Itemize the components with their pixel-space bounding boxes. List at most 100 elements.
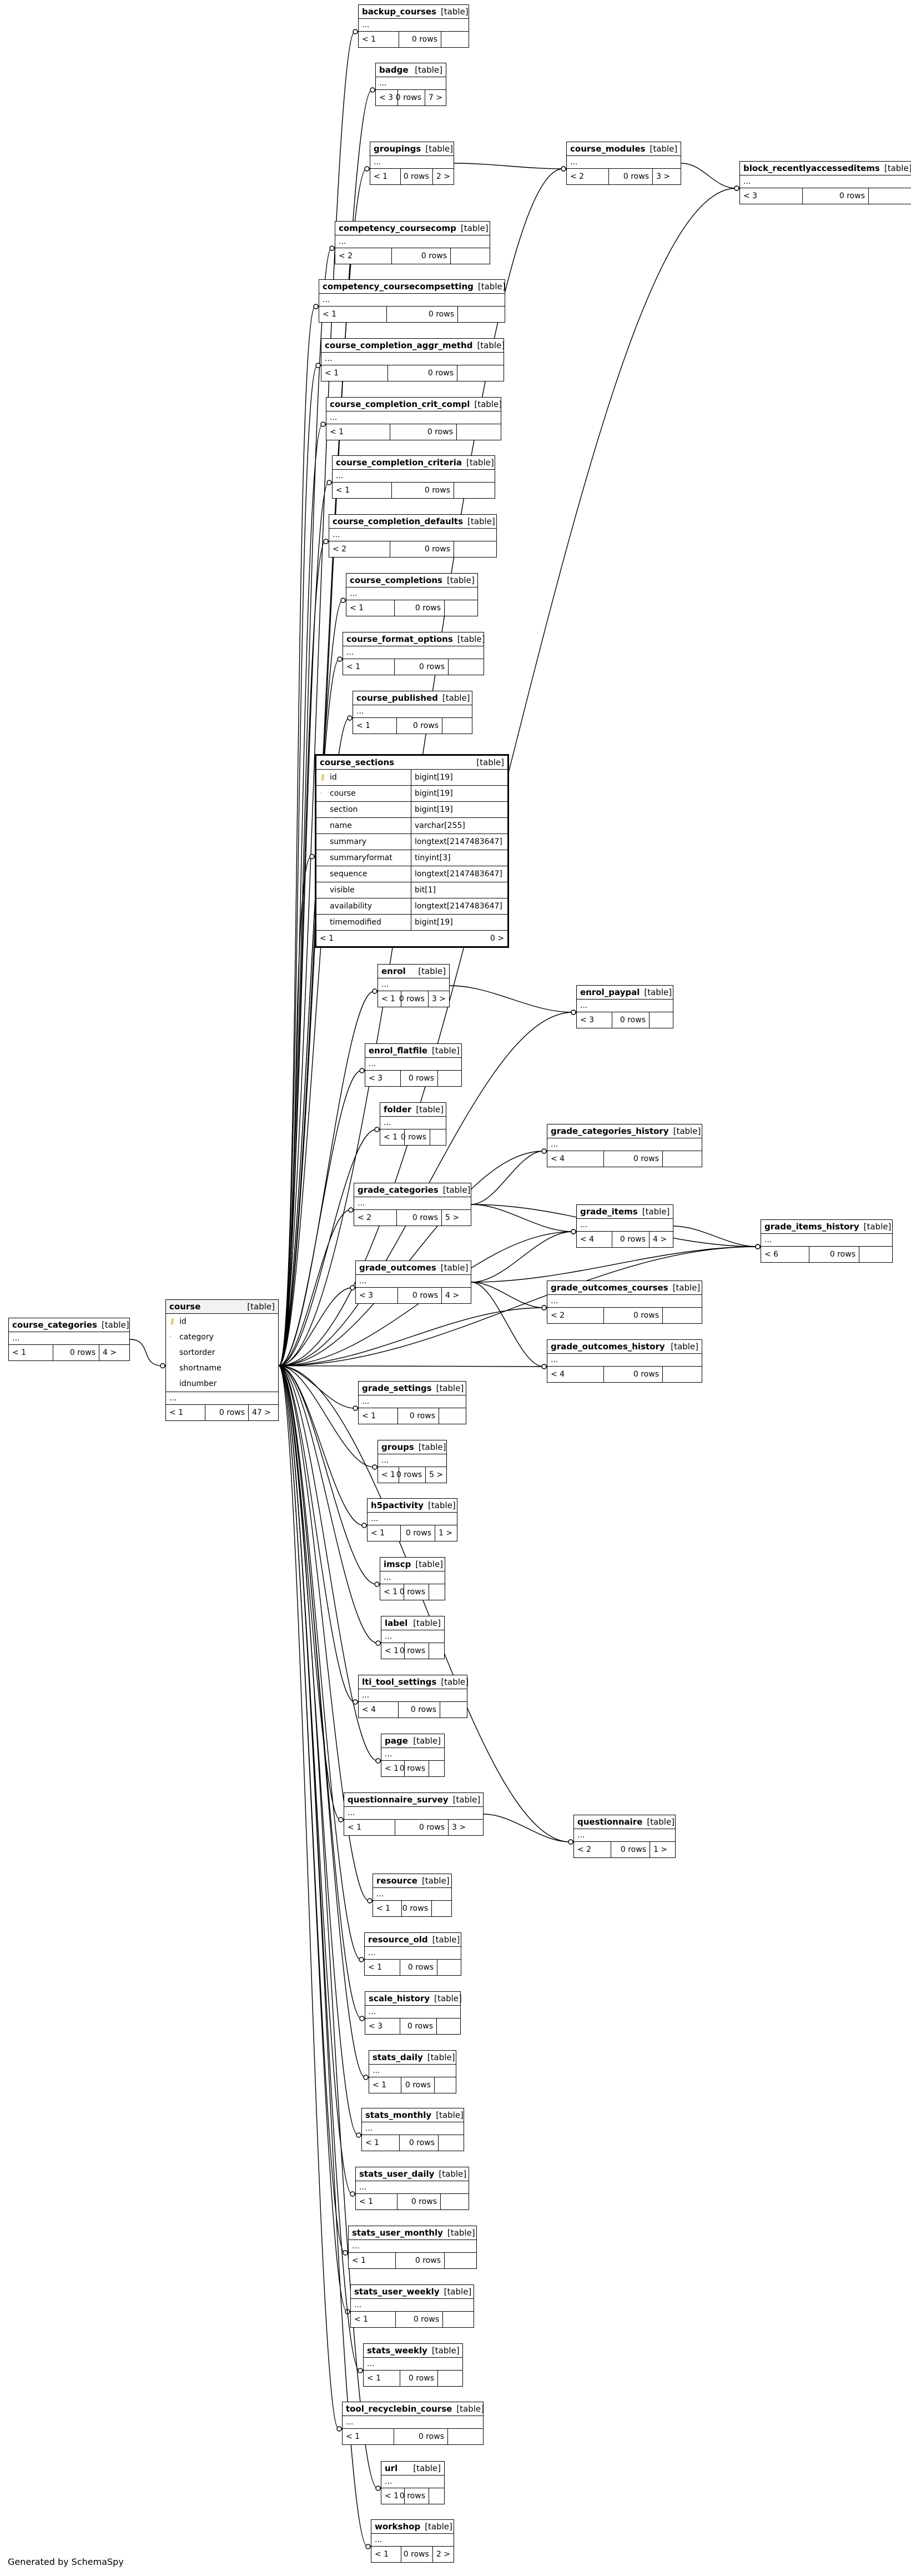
child-count[interactable]: [429, 2488, 444, 2504]
child-count[interactable]: [662, 1367, 702, 1382]
child-count[interactable]: 1 >: [650, 1842, 675, 1857]
child-count[interactable]: [457, 365, 504, 381]
child-count[interactable]: [454, 483, 495, 498]
parent-count[interactable]: < 2: [339, 252, 353, 260]
parent-count[interactable]: < 3: [369, 2022, 383, 2031]
table-name[interactable]: grade_items_history: [764, 1222, 859, 1232]
table-name[interactable]: enrol_paypal: [580, 987, 640, 997]
table-name[interactable]: folder: [384, 1104, 412, 1114]
child-count[interactable]: [447, 2429, 483, 2444]
table-name[interactable]: course_categories: [12, 1320, 97, 1330]
table-name[interactable]: imscp: [384, 1559, 411, 1569]
table-name[interactable]: competency_coursecomp: [339, 223, 456, 233]
child-count[interactable]: [437, 1071, 461, 1086]
child-count[interactable]: [662, 1151, 702, 1167]
child-count[interactable]: [868, 188, 911, 204]
table-name[interactable]: course_completion_aggr_methd: [325, 340, 473, 350]
table-name[interactable]: competency_coursecompsetting: [323, 282, 474, 292]
parent-count[interactable]: < 1: [374, 172, 388, 181]
child-count[interactable]: [438, 2135, 464, 2151]
parent-count[interactable]: < 2: [333, 545, 347, 554]
parent-count[interactable]: < 3: [580, 1016, 595, 1025]
table-name[interactable]: enrol: [381, 966, 406, 976]
parent-count[interactable]: < 3: [743, 192, 758, 200]
child-count[interactable]: 0 >: [490, 934, 504, 943]
parent-count[interactable]: < 1: [12, 1348, 27, 1357]
table-name[interactable]: groups: [381, 1442, 414, 1452]
child-count[interactable]: [442, 718, 472, 734]
parent-count[interactable]: < 1: [352, 2256, 366, 2265]
table-name[interactable]: course_modules: [570, 144, 646, 154]
child-count[interactable]: [444, 600, 477, 616]
table-name[interactable]: groupings: [374, 144, 421, 154]
child-count[interactable]: [649, 1012, 673, 1028]
parent-count[interactable]: < 3: [359, 1291, 374, 1300]
parent-count[interactable]: < 2: [358, 1213, 372, 1222]
child-count[interactable]: [457, 307, 505, 322]
parent-count[interactable]: < 4: [362, 1705, 376, 1714]
parent-count[interactable]: < 1: [323, 310, 337, 319]
parent-count[interactable]: < 4: [580, 1235, 595, 1244]
table-name[interactable]: stats_user_daily: [359, 2169, 435, 2179]
table-name[interactable]: workshop: [375, 2522, 421, 2532]
table-name[interactable]: scale_history: [369, 1993, 430, 2003]
child-count[interactable]: [456, 424, 501, 440]
parent-count[interactable]: < 6: [764, 1250, 779, 1259]
parent-count[interactable]: < 4: [551, 1370, 565, 1379]
child-count[interactable]: [439, 1408, 466, 1424]
table-name[interactable]: label: [385, 1618, 408, 1628]
parent-count[interactable]: < 1: [385, 2492, 399, 2500]
table-name[interactable]: resource_old: [368, 1935, 428, 1945]
table-name[interactable]: stats_user_weekly: [354, 2287, 440, 2297]
child-count[interactable]: 4 >: [441, 1288, 471, 1303]
table-name[interactable]: course_format_options: [346, 634, 453, 644]
table-name[interactable]: stats_user_monthly: [352, 2228, 443, 2238]
child-count[interactable]: 3 >: [448, 1820, 483, 1835]
table-name[interactable]: enrol_flatfile: [369, 1046, 428, 1056]
parent-count[interactable]: < 1: [376, 1904, 391, 1913]
table-name[interactable]: course_completion_crit_compl: [330, 399, 470, 409]
table-name[interactable]: course_published: [356, 693, 438, 703]
parent-count[interactable]: < 1: [368, 1963, 382, 1972]
parent-count[interactable]: < 1: [385, 1764, 399, 1773]
child-count[interactable]: [431, 1901, 451, 1916]
child-count[interactable]: [454, 541, 496, 557]
parent-count[interactable]: < 1: [367, 2374, 381, 2383]
child-count[interactable]: [434, 2077, 456, 2093]
child-count[interactable]: 4 >: [649, 1232, 673, 1247]
table-name[interactable]: badge: [379, 65, 409, 75]
child-count[interactable]: [448, 659, 484, 675]
table-name[interactable]: stats_daily: [373, 2052, 423, 2062]
child-count[interactable]: 2 >: [432, 2547, 454, 2562]
parent-count[interactable]: < 1: [373, 2081, 387, 2090]
child-count[interactable]: 3 >: [427, 991, 449, 1007]
child-count[interactable]: 5 >: [441, 1210, 471, 1226]
parent-count[interactable]: < 1: [346, 2432, 360, 2441]
child-count[interactable]: [444, 2253, 476, 2268]
child-count[interactable]: 4 >: [99, 1345, 129, 1360]
table-name[interactable]: course: [169, 1302, 201, 1312]
parent-count[interactable]: < 1: [169, 1408, 184, 1417]
table-name[interactable]: course_completions: [350, 575, 442, 585]
